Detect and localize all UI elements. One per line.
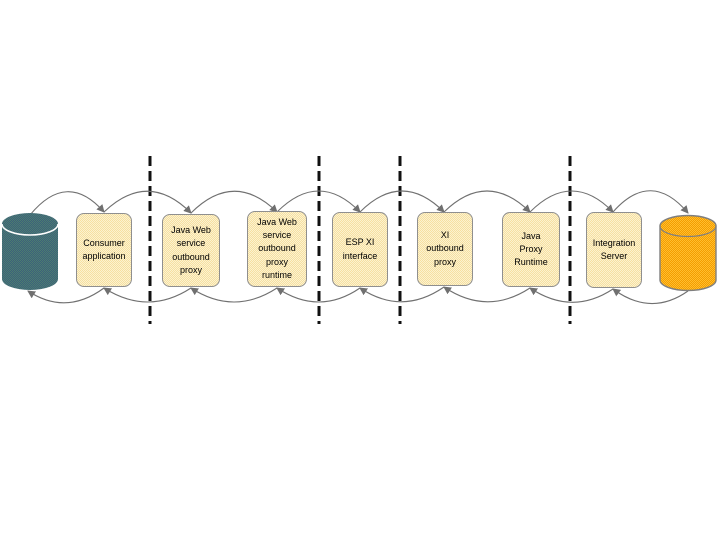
node-java-proxy-runtime: Java Proxy Runtime (502, 212, 560, 287)
response-arc (529, 287, 614, 303)
node-esp-xi-interface: ESP XI interface (332, 212, 388, 287)
node-label: Consumer application (82, 237, 126, 261)
request-arc (529, 190, 614, 213)
node-xi-outbound-proxy: XI outbound proxy (417, 212, 473, 286)
request-arc (443, 190, 531, 213)
node-consumer-application: Consumer application (76, 213, 132, 287)
request-arcs (29, 190, 689, 216)
node-label: Java Web service outbound proxy runtime (257, 217, 297, 280)
node-label: ESP XI interface (342, 237, 378, 261)
response-arc (190, 287, 278, 303)
node-label: Java Proxy Runtime (514, 230, 548, 268)
database-cylinder-icon (1, 213, 59, 290)
request-arc (359, 190, 445, 213)
request-arc (612, 190, 689, 214)
response-arc (612, 288, 689, 305)
node-integration-server: Integration Server (586, 212, 642, 288)
request-arc (190, 190, 278, 214)
node-java-web-service-outbound-proxy-runtime: Java Web service outbound proxy runtime (247, 211, 307, 287)
request-arc (103, 190, 192, 214)
response-arc (443, 286, 531, 303)
node-label: Integration Server (592, 237, 636, 261)
database-cylinder-icon (659, 214, 717, 292)
response-arc (276, 287, 361, 303)
boundary-dashed-lines (148, 156, 572, 324)
node-label: Java Web service outbound proxy (171, 225, 211, 275)
response-arc (103, 287, 192, 303)
node-label: XI outbound proxy (426, 230, 464, 267)
response-arcs (27, 286, 689, 305)
response-arc (27, 287, 105, 304)
request-arc (29, 191, 105, 216)
request-arc (276, 190, 361, 213)
response-arc (359, 286, 445, 303)
node-java-web-service-outbound-proxy: Java Web service outbound proxy (162, 214, 220, 287)
